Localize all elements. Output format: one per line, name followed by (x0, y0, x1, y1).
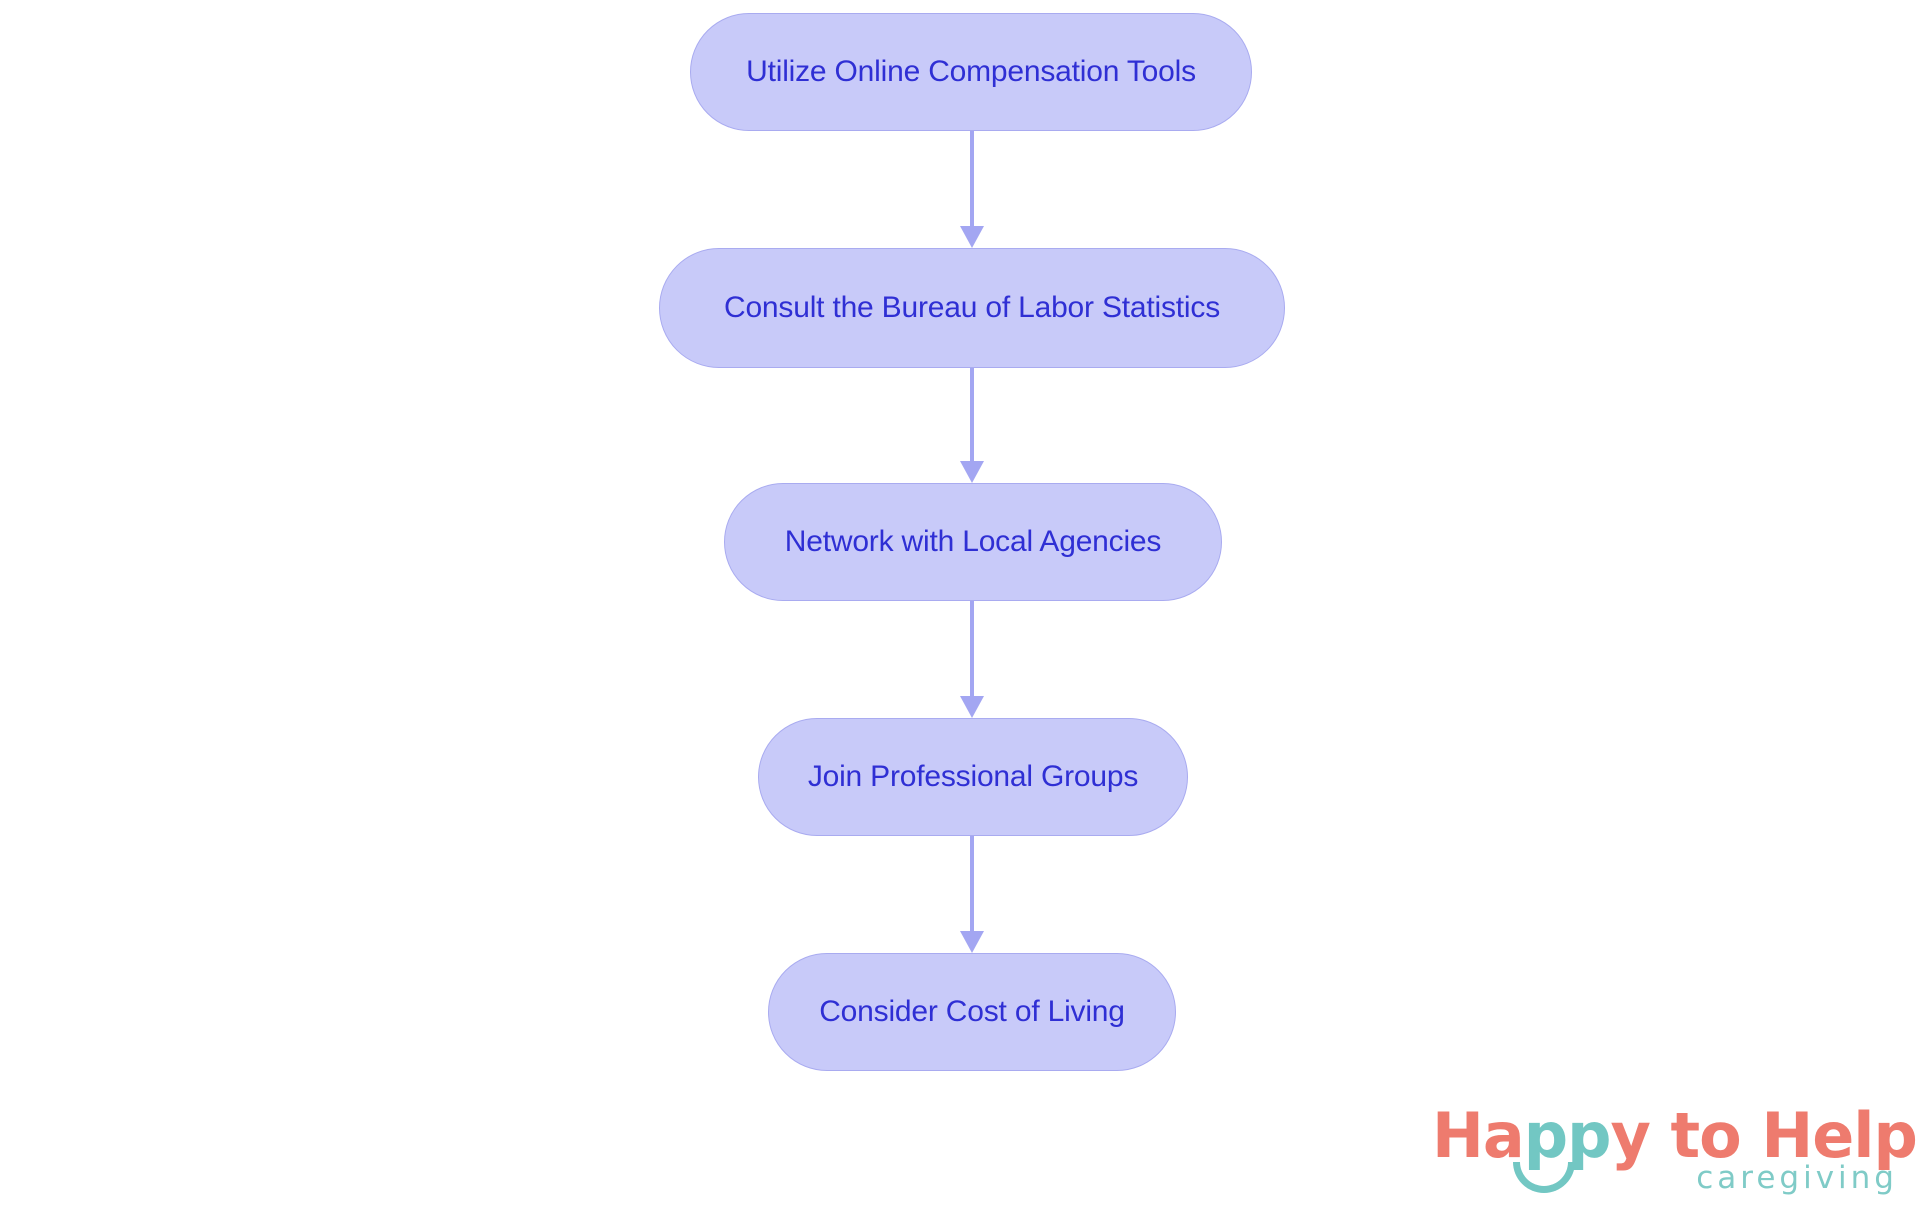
arrow-down-icon (960, 931, 984, 953)
flow-node-network-with-local-agencies[interactable]: Network with Local Agencies (724, 483, 1222, 601)
smile-icon (1513, 1162, 1575, 1193)
arrow-down-icon (960, 226, 984, 248)
flow-node-join-professional-groups[interactable]: Join Professional Groups (758, 718, 1188, 836)
brand-wordmark-part-1: Ha (1432, 1099, 1525, 1172)
brand-wordmark-part-2: pp (1523, 1099, 1612, 1172)
flow-node-consult-the-bureau-of-labor-statistics[interactable]: Consult the Bureau of Labor Statistics (659, 248, 1285, 368)
flow-node-label: Utilize Online Compensation Tools (746, 55, 1196, 88)
flow-node-consider-cost-of-living[interactable]: Consider Cost of Living (768, 953, 1176, 1071)
connector-line (970, 131, 974, 226)
connector-line (970, 601, 974, 696)
brand-logo: Happy to Help caregiving (1432, 1105, 1918, 1205)
connector-line (970, 368, 974, 461)
connector-line (970, 836, 974, 931)
arrow-down-icon (960, 461, 984, 483)
flow-node-label: Consider Cost of Living (819, 995, 1125, 1028)
brand-wordmark-part-3: y to Help (1610, 1099, 1918, 1172)
flow-node-utilize-online-compensation-tools[interactable]: Utilize Online Compensation Tools (690, 13, 1252, 131)
connector-arrow-3 (960, 836, 984, 953)
flow-node-label: Consult the Bureau of Labor Statistics (723, 291, 1220, 324)
brand-tagline: caregiving (1696, 1160, 1898, 1196)
connector-arrow-0 (960, 131, 984, 248)
flow-node-label: Join Professional Groups (807, 760, 1139, 793)
brand-wordmark: Happy to Help (1432, 1105, 1918, 1167)
flow-node-label: Network with Local Agencies (784, 525, 1162, 558)
connector-arrow-2 (960, 601, 984, 718)
arrow-down-icon (960, 696, 984, 718)
connector-arrow-1 (960, 368, 984, 483)
